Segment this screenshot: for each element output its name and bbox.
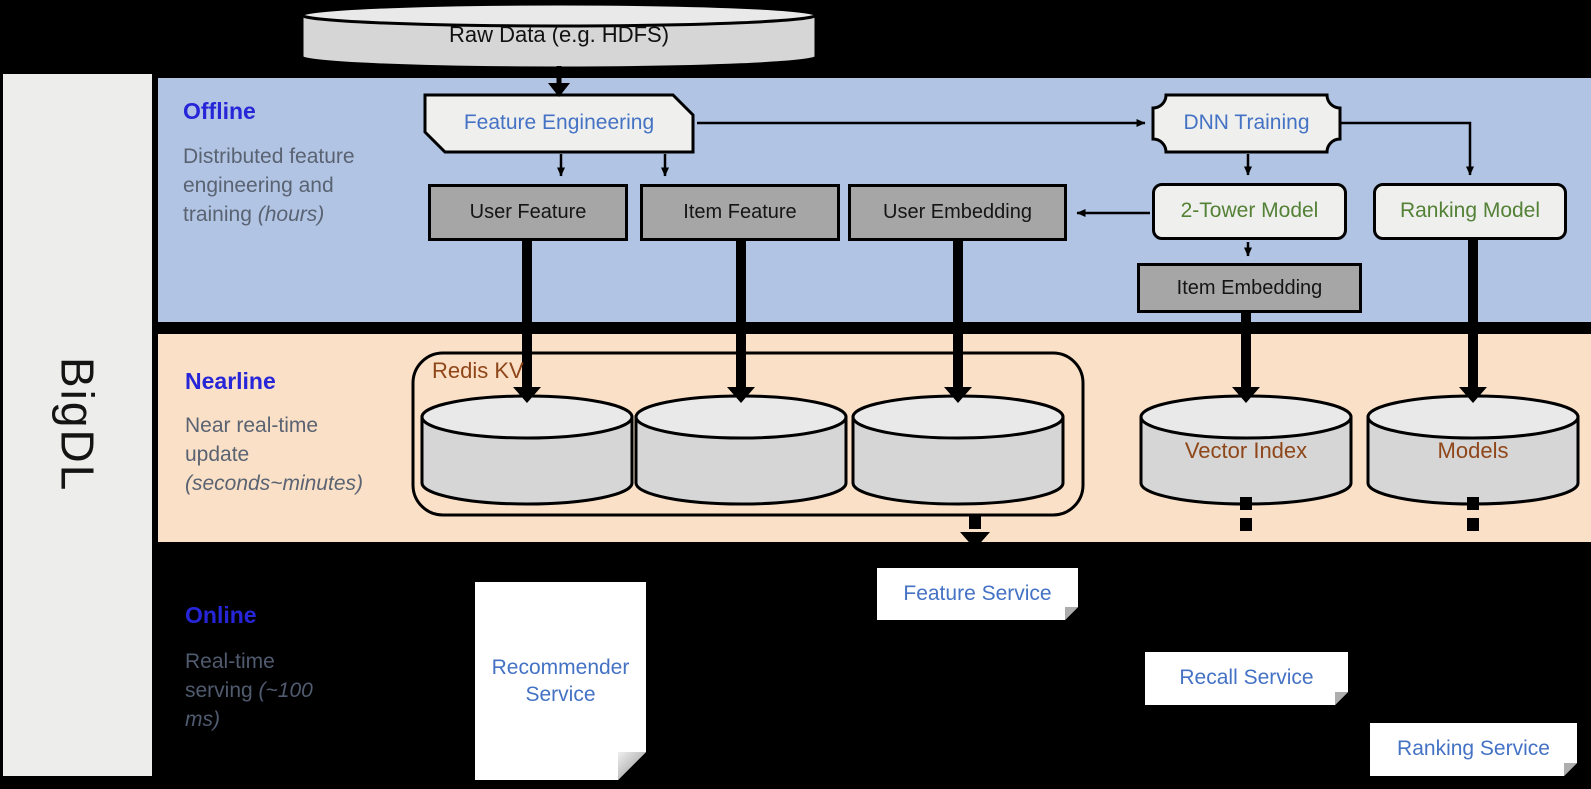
- offline-desc-text: Distributed feature engineering and trai…: [183, 145, 355, 226]
- node-user-feature: User Feature: [428, 184, 628, 241]
- node-user-embedding: User Embedding: [848, 184, 1067, 241]
- node-item-feature: Item Feature: [640, 184, 840, 241]
- offline-title: Offline: [183, 98, 256, 124]
- redis-kv-label: Redis KV: [432, 358, 524, 383]
- offline-desc-italic: (hours): [257, 202, 325, 226]
- online-desc-text: Real-time serving: [185, 650, 275, 702]
- brand-sidebar: BigDL: [3, 74, 152, 776]
- nearline-desc-text: Near real-time update: [185, 414, 319, 466]
- online-description: Real-time serving (~100 ms): [185, 648, 330, 735]
- node-two-tower-model: 2-Tower Model: [1152, 183, 1347, 240]
- nearline-desc-italic: (seconds~minutes): [185, 471, 363, 495]
- offline-description: Distributed feature engineering and trai…: [183, 143, 361, 230]
- models-label: Models: [1437, 438, 1509, 464]
- brand-text: BigDL: [51, 357, 104, 493]
- node-dnn-training: DNN Training: [1183, 110, 1310, 134]
- raw-data-label: Raw Data (e.g. HDFS): [448, 22, 670, 48]
- node-feature-engineering: Feature Engineering: [463, 110, 655, 134]
- node-ranking-model: Ranking Model: [1373, 183, 1567, 240]
- node-ranking-service: Ranking Service: [1370, 723, 1577, 776]
- node-item-embedding: Item Embedding: [1137, 263, 1362, 313]
- online-desc-italic: (~100 ms): [185, 678, 313, 731]
- nearline-title: Nearline: [185, 368, 276, 394]
- node-recall-service: Recall Service: [1145, 652, 1348, 705]
- node-feature-service: Feature Service: [877, 568, 1078, 620]
- vector-index-label: Vector Index: [1184, 438, 1308, 464]
- nearline-description: Near real-time update (seconds~minutes): [185, 412, 383, 499]
- node-recommender-service: Recommender Service: [475, 582, 646, 780]
- online-title: Online: [185, 602, 257, 628]
